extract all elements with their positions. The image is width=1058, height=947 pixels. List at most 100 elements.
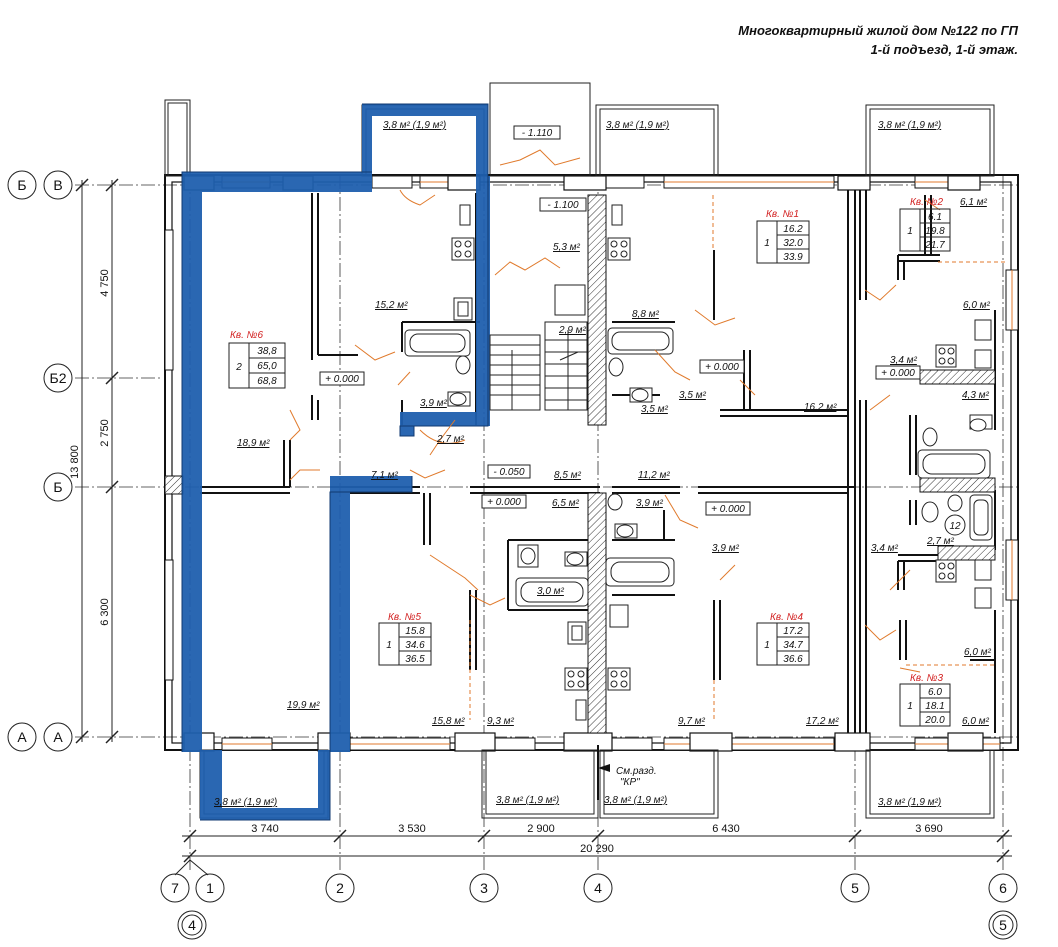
area-6-0-bottom: 6,0 м² [962,716,990,727]
level-minus-1110: - 1.110 [522,128,553,139]
apartment-kv6: Кв. №6 2 38,8 65,0 68,8 [228,330,286,389]
apt-v1-kv1: 16.2 [783,224,803,235]
apt-v1-kv3: 6.0 [928,687,942,698]
apt-name-kv6: Кв. №6 [230,330,264,341]
apt-v2-kv6: 65,0 [257,361,277,372]
area-balcony-bottom-mid-2: 3,8 м² (1,9 м²) [604,795,667,806]
apt-v2-kv2: 19.8 [925,226,945,237]
dim-4750: 4 750 [99,269,111,297]
area-4-3: 4,3 м² [962,390,990,401]
interior-walls [200,190,996,733]
apt-rooms-kv3: 1 [907,701,913,712]
area-3-0: 3,0 м² [537,586,565,597]
room-number-12: 12 [949,521,961,532]
room-areas: 3,8 м² (1,9 м²) 3,8 м² (1,9 м²) 3,8 м² (… [214,120,992,808]
area-7-1: 7,1 м² [371,470,399,481]
apt-rooms-kv5: 1 [386,640,392,651]
axis-bubbles-bottom: 7 1 4 2 3 4 5 6 5 [160,859,1018,940]
apt-v2-kv3: 18.1 [925,701,944,712]
axis-label-5: 5 [851,880,859,896]
apartment-kv1: Кв. №1 1 16.2 32.0 33.9 [756,209,810,264]
apt-rooms-kv4: 1 [764,640,770,651]
highlight-edges [181,103,489,821]
apt-v3-kv6: 68,8 [257,376,277,387]
dim-6300: 6 300 [99,598,111,626]
area-3-4-bottom: 3,4 м² [871,543,899,554]
area-3-4-top: 3,4 м² [890,355,918,366]
axis-label-b2: Б2 [50,370,67,386]
apt-v3-kv5: 36.5 [405,654,425,665]
level-marks: - 1.110 - 1.100 + 0.000 + 0.000 + 0.000 … [319,125,921,516]
apartment-kv5: Кв. №5 1 15.8 34.6 36.5 [378,612,432,666]
dim-3530: 3 530 [398,823,426,835]
apt-v1-kv2: 6.1 [928,212,942,223]
area-8-5: 8,5 м² [554,470,582,481]
area-15-2: 15,2 м² [375,300,408,311]
area-6-5: 6,5 м² [552,498,580,509]
axis-label-a-left: А [17,729,27,745]
axis-bubbles-left: Б В Б2 Б А А [7,170,73,752]
apt-name-kv2: Кв. №2 [910,197,944,208]
apt-v2-kv1: 32.0 [783,238,803,249]
axis-label-2: 2 [336,880,344,896]
apartment-kv3: Кв. №3 1 6.0 18.1 20.0 [899,673,951,727]
level-minus-1100: - 1.100 [547,200,579,211]
dim-2750: 2 750 [99,419,111,447]
area-6-0-mid: 6,0 м² [964,647,992,658]
area-3-9-right: 3,9 м² [712,543,740,554]
apt-name-kv5: Кв. №5 [388,612,422,623]
area-8-8: 8,8 м² [632,309,660,320]
area-2-7-bottom: 2,7 м² [926,536,955,547]
apt-v3-kv2: 21.7 [924,240,945,251]
dimension-lines: 4 750 2 750 6 300 13 800 3 740 3 530 2 9… [69,178,1012,863]
level-kv2: + 0.000 [881,368,915,379]
apt-v1-kv5: 15.8 [405,626,425,637]
level-kv4: + 0.000 [711,504,745,515]
sheet-ref-5: 5 [999,917,1007,933]
fixtures [404,204,993,721]
apt-rooms-kv6: 2 [235,362,242,373]
title-line-1: Многоквартирный жилой дом №122 по ГП [738,23,1018,38]
area-9-3: 9,3 м² [487,716,515,727]
area-balcony-bottom-left: 3,8 м² (1,9 м²) [214,797,277,808]
section-cut-label: См.разд. [616,766,657,777]
area-3-5-left: 3,5 м² [641,404,669,415]
area-19-9: 19,9 м² [287,700,320,711]
axis-label-4: 4 [594,880,602,896]
area-2-7-top: 2,7 м² [436,434,465,445]
section-cut-label-2: "КР" [620,777,640,788]
level-kv1: + 0.000 [705,362,739,373]
area-3-9-mid: 3,9 м² [636,498,664,509]
level-minus-0050: - 0.050 [493,467,525,478]
area-16-2: 16,2 м² [804,402,837,413]
area-2-9: 2,9 м² [558,325,587,336]
apt-name-kv1: Кв. №1 [766,209,799,220]
section-cut: См.разд. "КР" [597,745,657,800]
area-6-0-top: 6,0 м² [963,300,991,311]
dim-13800: 13 800 [69,445,81,479]
area-6-1: 6,1 м² [960,197,988,208]
area-balcony-bottom-mid-1: 3,8 м² (1,9 м²) [496,795,559,806]
axis-label-6: 6 [999,880,1007,896]
dim-3690: 3 690 [915,823,943,835]
door-swings [289,149,1005,720]
area-balcony-top-left: 3,8 м² (1,9 м²) [383,120,446,131]
apt-v1-kv4: 17.2 [783,626,803,637]
apt-rooms-kv1: 1 [764,238,770,249]
axis-label-3: 3 [480,880,488,896]
area-3-9-top: 3,9 м² [420,398,448,409]
apt-name-kv4: Кв. №4 [770,612,804,623]
axis-label-1: 1 [206,880,214,896]
masonry-walls [587,194,996,734]
apartment-kv2: Кв. №2 1 6.1 19.8 21.7 [899,197,951,252]
apartment-kv4: Кв. №4 1 17.2 34.7 36.6 [756,612,810,666]
area-17-2: 17,2 м² [806,716,839,727]
area-3-5-right: 3,5 м² [679,390,707,401]
level-hall: + 0.000 [487,497,521,508]
dim-6430: 6 430 [712,823,740,835]
axis-label-a: А [53,729,63,745]
staircase [489,284,588,411]
sheet-ref-4: 4 [188,917,196,933]
axis-label-b-left: Б [17,177,26,193]
